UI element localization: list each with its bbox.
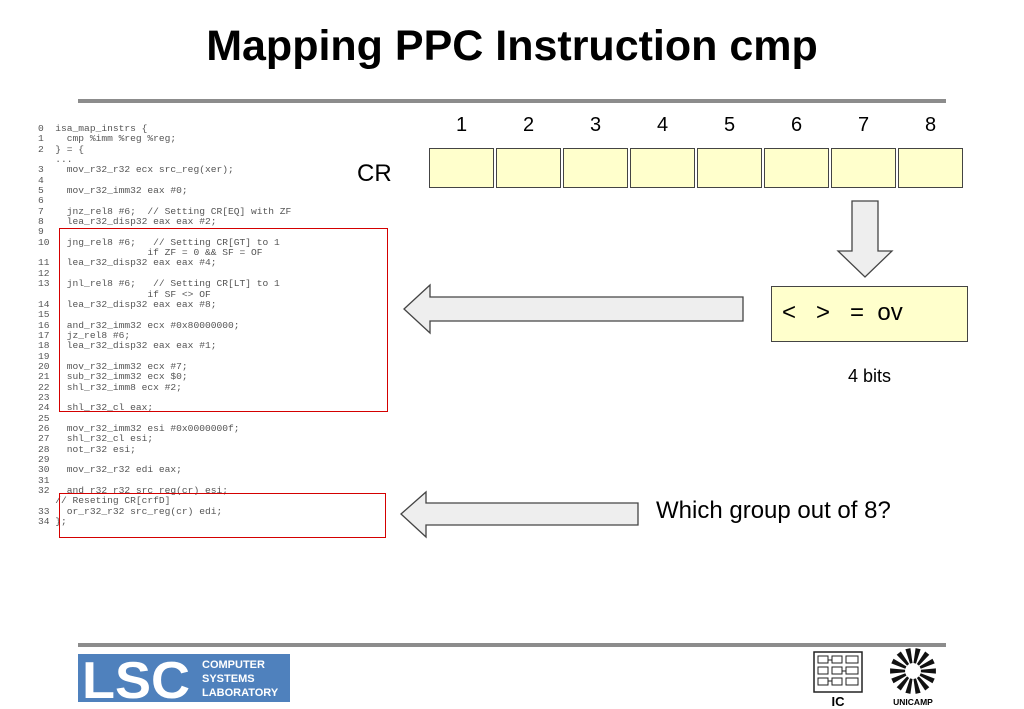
ic-logo: IC [813, 651, 863, 707]
cr-register-cell [764, 148, 829, 188]
unicamp-ray [913, 678, 921, 694]
unicamp-ray [891, 673, 907, 684]
unicamp-ray [896, 651, 910, 666]
unicamp-ray [905, 648, 913, 664]
register-group-number: 2 [522, 114, 535, 136]
lsc-logo-line1: COMPUTER [202, 659, 265, 671]
cr-register-cell [496, 148, 561, 188]
unicamp-ray [896, 676, 910, 691]
cr-register-cell [697, 148, 762, 188]
group-question-text: Which group out of 8? [656, 497, 891, 524]
code-highlight-mask-block [59, 493, 386, 538]
lsc-logo: LSC COMPUTER SYSTEMS LABORATORY [78, 654, 290, 702]
register-group-number: 1 [455, 114, 468, 136]
unicamp-logo-text: UNICAMP [893, 697, 933, 707]
unicamp-ray [891, 658, 907, 669]
bottom-divider [78, 643, 946, 647]
unicamp-ray [905, 678, 913, 694]
register-group-number: 8 [924, 114, 937, 136]
register-group-number: 6 [790, 114, 803, 136]
register-group-number: 4 [656, 114, 669, 136]
unicamp-logo: UNICAMP [890, 648, 936, 707]
cr-register-cell [630, 148, 695, 188]
left-arrow-icon [403, 283, 744, 335]
cr-label: CR [357, 160, 392, 187]
unicamp-ray [913, 648, 921, 664]
unicamp-ray [919, 673, 935, 684]
unicamp-ray [916, 676, 930, 691]
cr-register-cell [898, 148, 963, 188]
ic-logo-text: IC [832, 694, 846, 707]
unicamp-ray [919, 658, 935, 669]
top-divider [78, 99, 946, 103]
code-listing: 0 isa_map_instrs { 1 cmp %imm %reg %reg;… [38, 123, 292, 528]
cr-register-cell [429, 148, 494, 188]
register-group-number: 5 [723, 114, 736, 136]
unicamp-rays [890, 648, 936, 694]
unicamp-ray [890, 668, 906, 674]
cr-register-cell [563, 148, 628, 188]
cr-register-cell [831, 148, 896, 188]
unicamp-ray [920, 668, 936, 674]
down-arrow-icon [836, 200, 894, 278]
lsc-logo-letters: LSC [82, 654, 190, 702]
lsc-logo-line2: SYSTEMS [202, 673, 255, 685]
bits-caption: 4 bits [847, 366, 892, 386]
code-highlight-compare-block [59, 228, 388, 412]
left-arrow-question-icon [400, 490, 639, 539]
register-group-number: 7 [857, 114, 870, 136]
slide-title: Mapping PPC Instruction cmp [206, 22, 818, 70]
lsc-logo-line3: LABORATORY [202, 687, 279, 699]
register-group-number: 3 [589, 114, 602, 136]
cr-field-bits-box: < > = ov [771, 286, 968, 342]
unicamp-ray [916, 651, 930, 666]
